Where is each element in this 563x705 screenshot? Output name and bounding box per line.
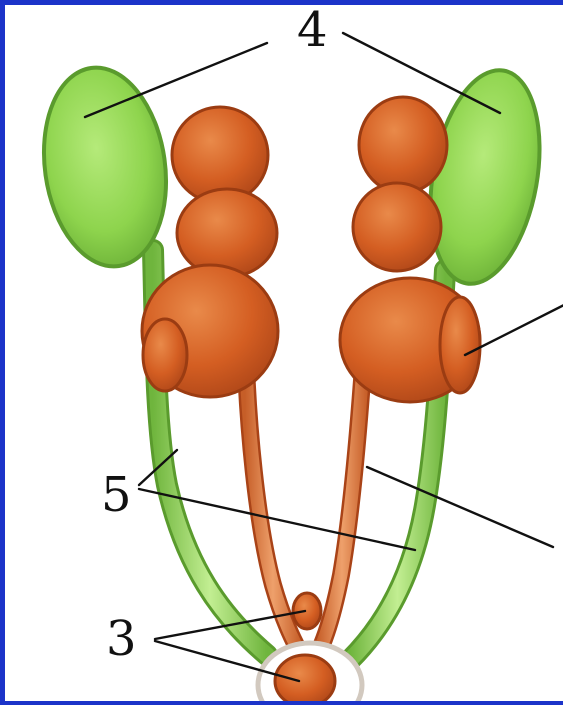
leader-line-right-lower [367,467,553,547]
base-upper-knob [293,593,321,629]
base-lower-knob [275,655,335,705]
diagram-illustration [5,5,563,705]
label-5: 5 [101,471,132,519]
label-3: 3 [106,615,137,663]
label-4: 4 [297,6,328,54]
